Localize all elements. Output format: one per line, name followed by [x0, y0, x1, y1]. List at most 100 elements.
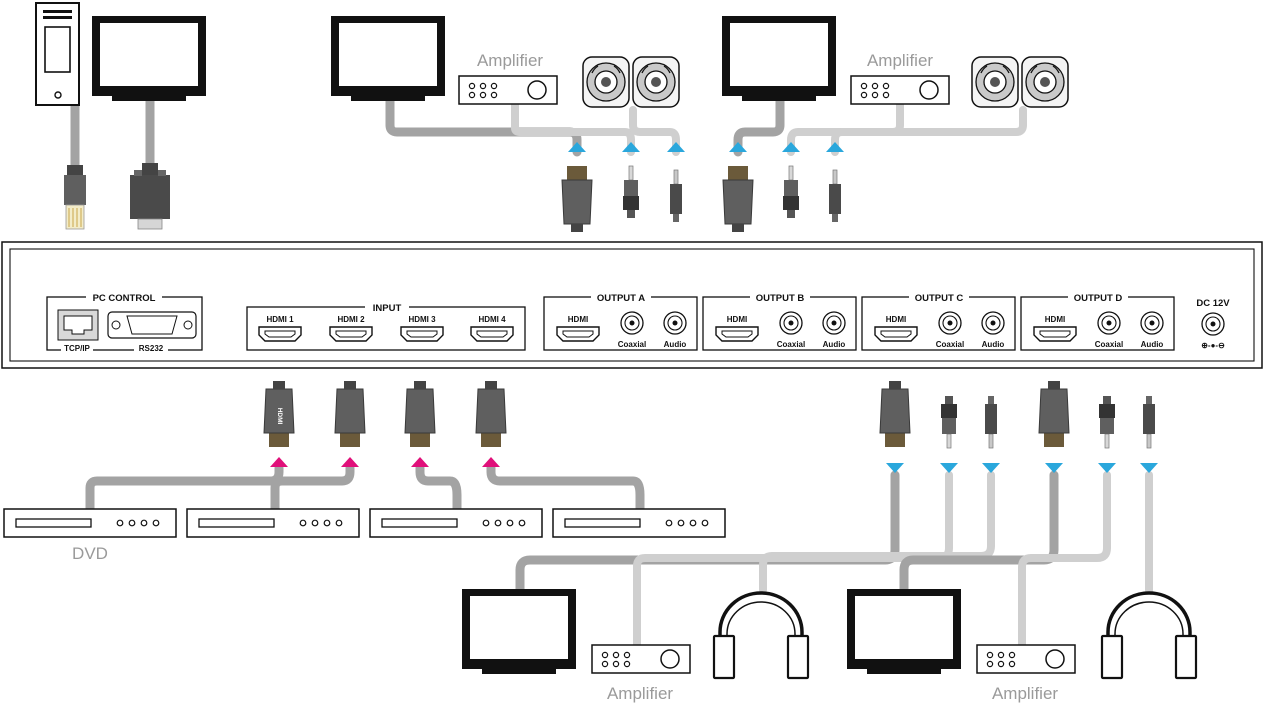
plug-text: HDMI: [276, 408, 283, 425]
output-a-hdmi-label: HDMI: [568, 315, 588, 324]
arrow-down-icon: [1045, 463, 1063, 473]
output-d-hdmi-label: HDMI: [1045, 315, 1065, 324]
output-b-coaxial-label: Coaxial: [777, 340, 805, 349]
cables: [70, 95, 1153, 649]
amplifier-a-icon: [458, 75, 558, 105]
output-a-title: OUTPUT A: [597, 293, 645, 304]
output-a-audio-port-icon: [663, 311, 687, 335]
arrow-down-icon: [982, 463, 1000, 473]
arrow-up-icon: [270, 457, 288, 467]
hdmi-2-port-icon: [329, 326, 373, 342]
dvd-player-1-icon: [3, 508, 177, 538]
amplifier-c-caption: Amplifier: [607, 684, 673, 703]
input-section: INPUT HDMI 1 HDMI 2 HDMI 3 HDMI 4: [246, 302, 526, 351]
hdmi-3-port-icon: [400, 326, 444, 342]
output-b-audio-label: Audio: [823, 340, 846, 349]
output-d-section: OUTPUT D HDMI Coaxial Audio: [1020, 292, 1175, 351]
pc-monitor-icon: [92, 16, 206, 101]
pc-control-section: PC CONTROL TCP/IP RS232: [46, 292, 203, 353]
output-a-section: OUTPUT A HDMI Coaxial Audio: [543, 292, 698, 351]
arrow-down-icon: [886, 463, 904, 473]
speaker-left-b-icon: [971, 56, 1019, 108]
hdmi-plug-output-d: [1038, 380, 1070, 448]
hdmi-3-label: HDMI 3: [408, 315, 436, 324]
output-b-section: OUTPUT B HDMI Coaxial Audio: [702, 292, 857, 351]
arrow-down-icon: [1098, 463, 1116, 473]
output-d-title: OUTPUT D: [1074, 293, 1123, 304]
power-title: DC 12V: [1196, 298, 1230, 309]
rs232-port-icon: [107, 311, 197, 339]
output-cd-plugs: [879, 380, 1158, 473]
display-a-icon: [331, 16, 445, 101]
output-d-hdmi-port-icon: [1033, 326, 1077, 342]
output-c-audio-port-icon: [981, 311, 1005, 335]
tcpip-label: TCP/IP: [64, 344, 90, 353]
input-plugs: HDMI: [263, 380, 507, 467]
output-a-coaxial-label: Coaxial: [618, 340, 646, 349]
output-a-coaxial-port-icon: [620, 311, 644, 335]
output-c-hdmi-label: HDMI: [886, 315, 906, 324]
output-d-audio-port-icon: [1140, 311, 1164, 335]
output-c-section: OUTPUT C HDMI Coaxial Audio: [861, 292, 1016, 351]
dc-power-port-icon: [1201, 312, 1225, 336]
output-b-hdmi-port-icon: [715, 326, 759, 342]
amplifier-b-caption: Amplifier: [867, 51, 933, 70]
hdmi-plug-input-3: [404, 380, 436, 448]
output-d-coaxial-port-icon: [1097, 311, 1121, 335]
display-b-icon: [722, 16, 836, 101]
arrow-up-icon: [341, 457, 359, 467]
hdmi-plug-input-2: [334, 380, 366, 448]
dvd-player-2-icon: [186, 508, 360, 538]
arrow-up-icon: [568, 142, 586, 152]
dvd-player-3-icon: [369, 508, 543, 538]
audio-plug-output-a: [669, 169, 683, 223]
hdmi-1-port-icon: [258, 326, 302, 342]
arrow-up-icon: [729, 142, 747, 152]
coaxial-plug-output-a: [622, 165, 640, 219]
output-a-audio-label: Audio: [664, 340, 687, 349]
amplifier-c-icon: [591, 644, 691, 674]
arrow-up-icon: [782, 142, 800, 152]
arrow-up-icon: [482, 457, 500, 467]
output-d-coaxial-label: Coaxial: [1095, 340, 1123, 349]
coaxial-plug-output-b: [782, 165, 800, 219]
arrow-down-icon: [940, 463, 958, 473]
pc-control-title: PC CONTROL: [93, 293, 156, 304]
hdmi-plug-output-c: [879, 380, 911, 448]
headphones-d-icon: [1100, 591, 1198, 680]
power-polarity: ⊕-●-⊖: [1201, 341, 1225, 350]
amplifier-d-caption: Amplifier: [992, 684, 1058, 703]
output-c-hdmi-port-icon: [874, 326, 918, 342]
rs232-label: RS232: [139, 344, 164, 353]
output-b-title: OUTPUT B: [756, 293, 805, 304]
audio-plug-output-d: [1142, 395, 1156, 449]
output-b-audio-port-icon: [822, 311, 846, 335]
hdmi-4-port-icon: [470, 326, 514, 342]
output-b-hdmi-label: HDMI: [727, 315, 747, 324]
hdmi-plug-output-b: [722, 165, 754, 233]
vga-plug-icon: [130, 163, 170, 230]
arrow-up-icon: [411, 457, 429, 467]
rj45-port-icon: [57, 309, 99, 341]
matrix-switcher-panel: PC CONTROL TCP/IP RS232 INPUT HDMI 1 HDM…: [1, 241, 1263, 369]
output-c-audio-label: Audio: [982, 340, 1005, 349]
output-d-audio-label: Audio: [1141, 340, 1164, 349]
output-c-title: OUTPUT C: [915, 293, 964, 304]
amplifier-d-icon: [976, 644, 1076, 674]
speaker-left-a-icon: [582, 56, 630, 108]
arrow-up-icon: [667, 142, 685, 152]
speaker-right-b-icon: [1021, 56, 1069, 108]
coaxial-plug-output-d: [1098, 395, 1116, 449]
coaxial-plug-output-c: [940, 395, 958, 449]
dvd-caption: DVD: [72, 544, 108, 563]
audio-plug-output-b: [828, 169, 842, 223]
output-b-coaxial-port-icon: [779, 311, 803, 335]
power-section: DC 12V ⊕-●-⊖: [1196, 298, 1230, 350]
audio-plug-output-c: [984, 395, 998, 449]
arrow-down-icon: [1140, 463, 1158, 473]
output-a-hdmi-port-icon: [556, 326, 600, 342]
output-ab-plugs: [561, 142, 844, 233]
dvd-player-4-icon: [552, 508, 726, 538]
rj45-plug-icon: [64, 165, 86, 230]
arrow-up-icon: [826, 142, 844, 152]
